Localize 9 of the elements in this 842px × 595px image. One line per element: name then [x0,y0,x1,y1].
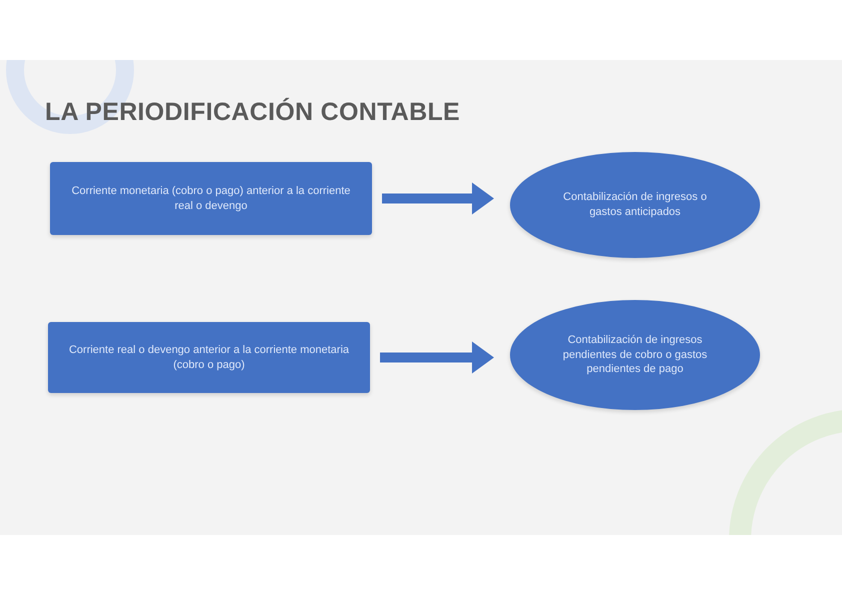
node-text: Corriente monetaria (cobro o pago) anterior a la corriente real o devengo [70,184,352,214]
arrow [382,182,494,214]
process-box [48,322,370,393]
node-text: Contabilización de ingresos pendientes de cobro o gastos pendientes de pago [562,332,708,378]
node-text: Corriente real o devengo anterior a la corriente monetaria (cobro o pago) [68,342,350,372]
arrow [380,342,494,374]
process-box [50,162,372,235]
title: LA PERIODIFICACIÓN CONTABLE [45,98,460,127]
node-text: Contabilización de ingresos o gastos anticipados [562,190,708,220]
